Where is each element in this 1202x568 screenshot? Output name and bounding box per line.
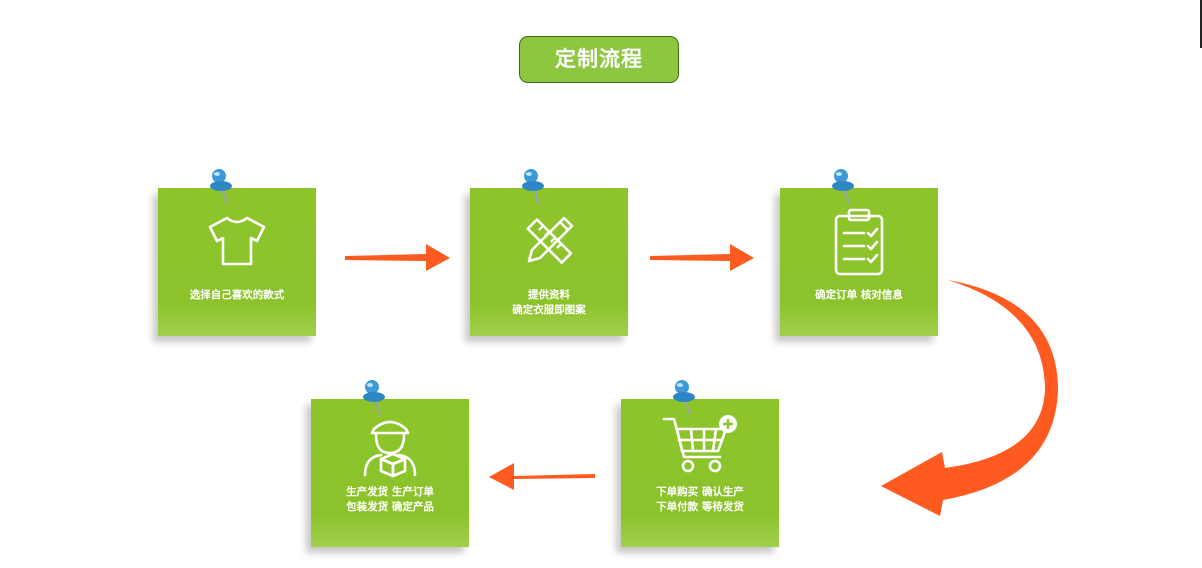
delivery-man-icon <box>363 420 417 478</box>
arrow-step2-to-step3 <box>650 244 754 271</box>
pushpin-icon <box>522 169 544 205</box>
step-2-line2: 确定衣服即图案 <box>512 304 586 316</box>
step-4-line2: 下单付款 等待发货 <box>656 501 744 513</box>
step-card-1: 选择自己喜欢的款式 <box>158 188 316 336</box>
clipboard-checklist-icon <box>834 208 884 276</box>
window-edge <box>1200 0 1202 48</box>
pushpin-icon <box>210 169 232 205</box>
pushpin-icon <box>832 169 854 205</box>
step-5-line1: 生产发货 生产订单 <box>346 486 434 498</box>
shopping-cart-add-icon <box>662 415 737 473</box>
arrow-step1-to-step2 <box>345 244 450 271</box>
step-card-2: 提供资料确定衣服即图案 <box>470 188 628 336</box>
step-5-line2: 包装发货 确定产品 <box>346 501 434 513</box>
arrow-step4-to-step5 <box>489 463 595 490</box>
step-card-3: 确定订单 核对信息 <box>780 188 938 336</box>
step-card-5: 生产发货 生产订单包装发货 确定产品 <box>311 399 469 547</box>
pushpin-icon <box>673 380 695 416</box>
step-3-line1: 确定订单 核对信息 <box>815 289 903 301</box>
ruler-pencil-icon <box>526 216 574 264</box>
step-2-line1: 提供资料 <box>528 289 570 301</box>
tshirt-icon <box>208 216 266 266</box>
step-4-line1: 下单购买 确认生产 <box>656 486 744 498</box>
step-card-4: 下单购买 确认生产下单付款 等待发货 <box>621 399 779 547</box>
pushpin-icon <box>363 380 385 416</box>
arrow-step3-to-step4 <box>881 280 1058 516</box>
step-1-line1: 选择自己喜欢的款式 <box>189 289 285 301</box>
page-title: 定制流程 <box>519 36 679 83</box>
